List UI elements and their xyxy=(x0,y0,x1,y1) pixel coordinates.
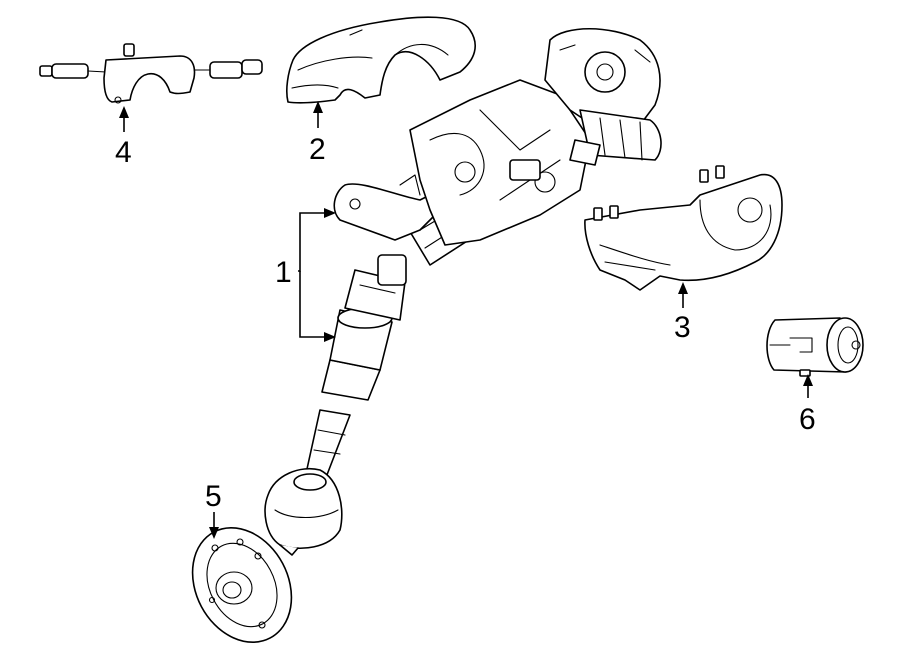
lower-shroud xyxy=(584,165,783,291)
callout-3: 3 xyxy=(674,311,691,344)
callout-1: 1 xyxy=(275,256,292,289)
callout-2: 2 xyxy=(309,133,326,166)
callout-5: 5 xyxy=(205,480,222,513)
ignition-lock-cylinder xyxy=(766,317,864,377)
upper-shroud xyxy=(286,16,476,104)
multifunction-switch xyxy=(39,43,263,104)
callout-leaders xyxy=(119,101,813,539)
callout-6: 6 xyxy=(799,403,816,436)
steering-column-boot xyxy=(191,526,293,644)
callout-4: 4 xyxy=(115,136,132,169)
steering-column xyxy=(264,27,662,556)
